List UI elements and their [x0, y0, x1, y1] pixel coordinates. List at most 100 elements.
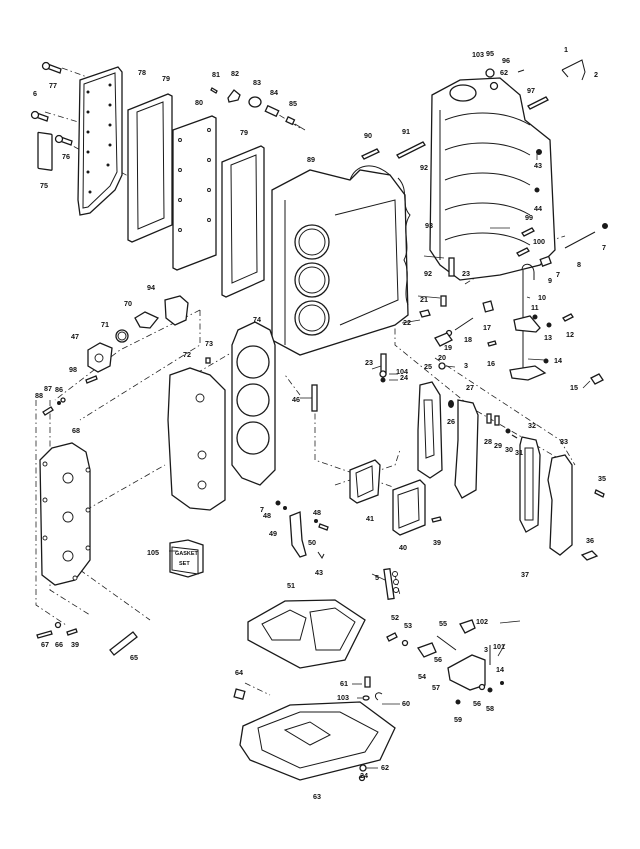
callout: 7	[556, 270, 560, 279]
screw-12	[562, 313, 574, 322]
callout: 105	[147, 548, 159, 557]
plug-64	[233, 688, 246, 700]
gasket-51	[247, 599, 366, 669]
callout: 23	[365, 358, 373, 367]
clip-43	[317, 551, 325, 559]
callout: 61	[340, 679, 348, 688]
callout: 94	[147, 283, 155, 292]
gasket-32	[519, 436, 541, 533]
pin-28	[486, 413, 492, 424]
cam-20	[434, 332, 453, 347]
callout: 79	[162, 74, 170, 83]
callout: 78	[138, 68, 146, 77]
plug-82	[227, 89, 241, 103]
callout: 19	[444, 343, 452, 352]
screw-81	[210, 87, 218, 94]
screw-44	[534, 187, 540, 193]
callout: 6	[33, 89, 37, 98]
stud-23-top	[448, 257, 455, 277]
callout: 50	[308, 538, 316, 547]
callout: 70	[124, 299, 132, 308]
callout: 92	[420, 163, 428, 172]
cylinder-block-89	[271, 165, 409, 356]
callout: 98	[69, 365, 77, 374]
pin-18	[454, 317, 474, 331]
callout: 90	[364, 131, 372, 140]
callout: 63	[313, 792, 321, 801]
callout: 92	[424, 269, 432, 278]
screw-76	[54, 134, 73, 146]
callout: 74	[253, 315, 261, 324]
spring-84	[264, 104, 280, 118]
manifold-27	[454, 399, 479, 499]
screw-11	[532, 314, 538, 320]
gasket-79-right	[221, 145, 265, 298]
callout: 91	[402, 127, 410, 136]
callout: 95	[486, 49, 494, 58]
callout: 43	[315, 568, 323, 577]
nut-24-bottom	[358, 774, 366, 782]
callout: 29	[494, 441, 502, 450]
bracket-36	[580, 550, 599, 561]
callout: 97	[527, 86, 535, 95]
callout: 104	[396, 367, 408, 376]
callout: 82	[231, 69, 239, 78]
callout: 40	[399, 543, 407, 552]
screw-67	[36, 630, 53, 639]
clamp-5	[383, 567, 399, 601]
bracket-1	[561, 59, 586, 81]
callout: 8	[577, 260, 581, 269]
callout: 30	[505, 445, 513, 454]
link-9	[539, 255, 552, 267]
nut-7	[602, 223, 608, 229]
callout: 32	[528, 421, 536, 430]
plug-73	[205, 357, 211, 364]
callout: 13	[544, 333, 552, 342]
rod-8	[564, 231, 596, 249]
callout: 93	[425, 221, 433, 230]
callout: 52	[391, 613, 399, 622]
thermostat-group	[85, 295, 189, 384]
clip-60	[374, 692, 383, 701]
screw-61	[364, 676, 371, 688]
callout: 100	[533, 237, 545, 246]
stud-46	[311, 384, 318, 412]
callout: 102	[476, 617, 488, 626]
callout: 83	[253, 78, 261, 87]
nut-3	[438, 362, 446, 370]
callout: 53	[404, 621, 412, 630]
cover-40	[392, 479, 426, 536]
callout: 56	[434, 655, 442, 664]
callout: 99	[525, 213, 533, 222]
gasket-set-label-line2: SET	[179, 561, 190, 567]
callout: 67	[41, 640, 49, 649]
washer-48	[283, 506, 287, 510]
callout: 55	[439, 619, 447, 628]
callout: 86	[55, 385, 63, 394]
callout: 103	[337, 693, 349, 702]
gasket-set-box-105[interactable]: GASKET SET	[169, 539, 204, 578]
callout: 51	[287, 581, 295, 590]
callout: 46	[292, 395, 300, 404]
callout: 36	[586, 536, 594, 545]
crankcase-half	[429, 77, 556, 281]
callout: 43	[534, 161, 542, 170]
callout: 65	[130, 653, 138, 662]
callout: 73	[205, 339, 213, 348]
callout: 62	[500, 68, 508, 77]
callout: 7	[602, 243, 606, 252]
leader-lines	[169, 154, 591, 769]
nut-7-left	[275, 500, 281, 506]
washer-66	[54, 621, 62, 629]
callout: 25	[424, 362, 432, 371]
callout: 15	[570, 383, 578, 392]
throttle-shaft-10	[509, 263, 547, 381]
callout: 76	[62, 152, 70, 161]
washer-103	[362, 695, 370, 701]
washer-48b	[314, 519, 318, 523]
callout: 23	[462, 269, 470, 278]
callout: 33	[560, 437, 568, 446]
callout: 68	[72, 426, 80, 435]
callout: 39	[71, 640, 79, 649]
